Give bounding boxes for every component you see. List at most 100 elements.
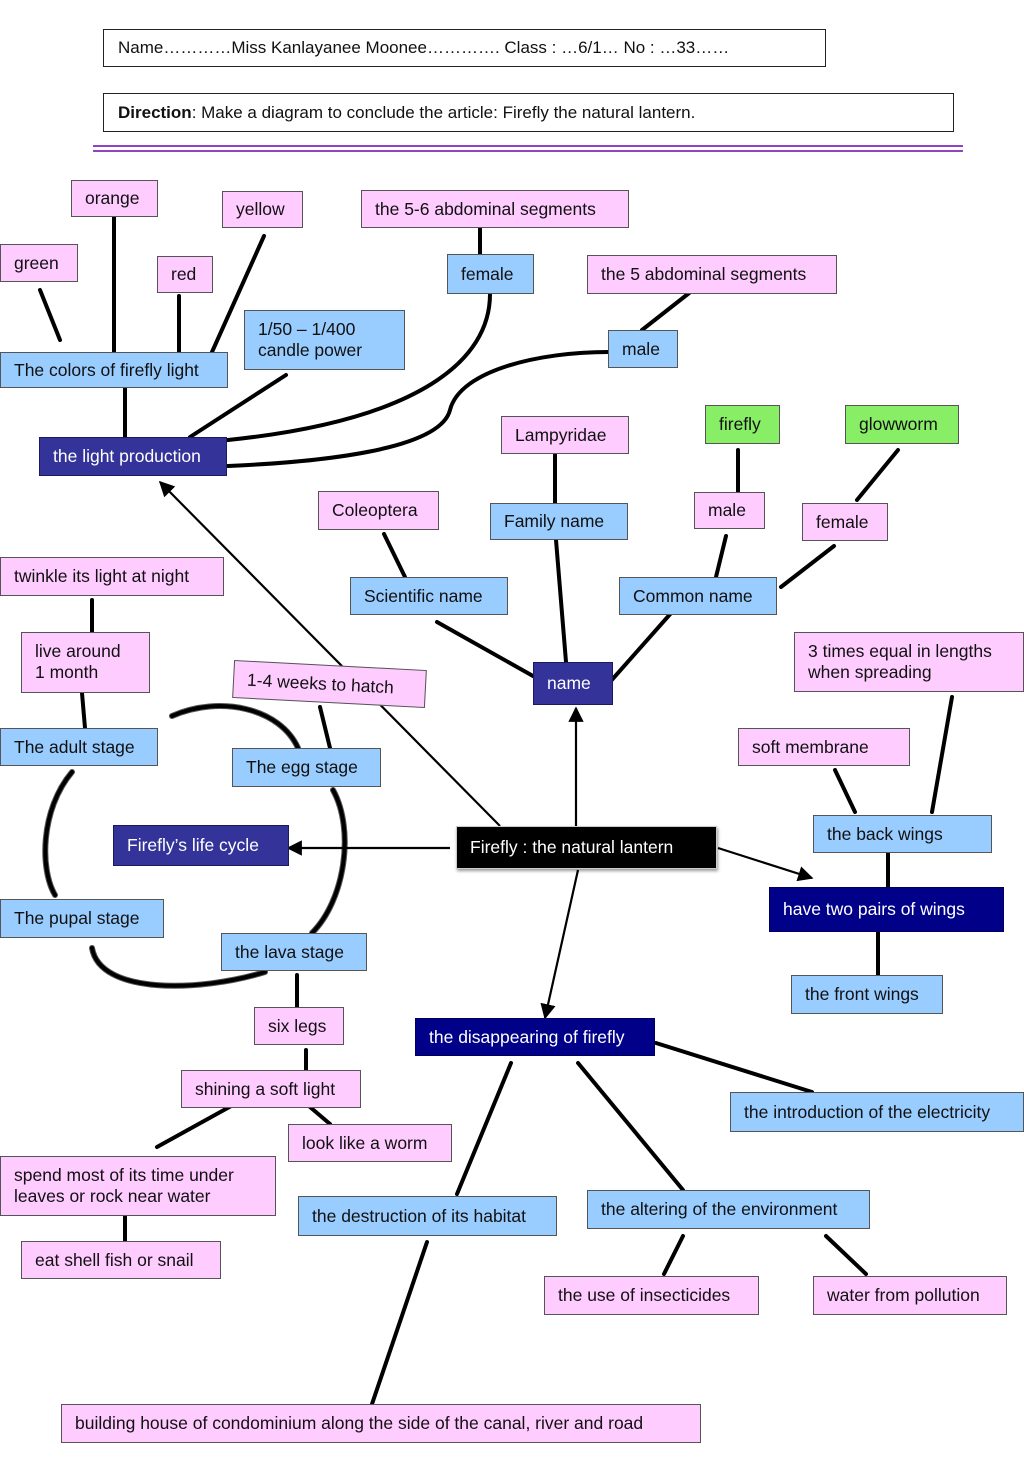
coleoptera-label: Coleoptera (332, 500, 418, 520)
name-glowworm: glowworm (845, 405, 959, 444)
lampyridae-label: Lampyridae (515, 424, 607, 445)
light-male-label: male (622, 338, 660, 359)
light-production: the light production (39, 437, 227, 476)
destruction-of-habitat-label: the destruction of its habitat (312, 1205, 527, 1226)
light-female-label: female (461, 263, 514, 284)
soft-membrane-label: soft membrane (752, 736, 869, 757)
soft-light-label: shining a soft light (195, 1078, 336, 1099)
color-yellow-label: yellow (236, 199, 285, 219)
direction-label: Direction (118, 102, 192, 122)
direction-line: Direction: Make a diagram to conclude th… (103, 93, 954, 132)
water-from-pollution: water from pollution (813, 1276, 1007, 1315)
two-pairs-of-wings: have two pairs of wings (769, 887, 1004, 932)
destruction-of-habitat: the destruction of its habitat (298, 1196, 557, 1236)
back-wings-label: the back wings (827, 823, 943, 844)
name-firefly-label: firefly (719, 414, 761, 434)
spend-time: spend most of its time under leaves or r… (0, 1156, 276, 1216)
female-segments-label: the 5-6 abdominal segments (375, 198, 596, 219)
male-segments: the 5 abdominal segments (587, 255, 837, 294)
family-name: Family name (490, 503, 628, 540)
use-of-insecticides-label: the use of insecticides (558, 1285, 731, 1305)
soft-light: shining a soft light (181, 1070, 361, 1108)
light-male: male (608, 330, 678, 368)
name-glowworm-label: glowworm (859, 414, 938, 434)
egg-stage: The egg stage (232, 748, 381, 787)
eat-shellfish-label: eat shell fish or snail (35, 1249, 194, 1270)
color-green-label: green (14, 252, 59, 273)
spend-time-label: spend most of its time under leaves or r… (14, 1165, 234, 1206)
name-male: male (694, 492, 765, 529)
candle-power: 1/50 – 1/400 candle power (244, 310, 405, 370)
light-production-label: the light production (53, 446, 201, 466)
scientific-name-label: Scientific name (364, 585, 483, 606)
common-name-label: Common name (633, 585, 753, 606)
disappearing-of-firefly: the disappearing of firefly (415, 1018, 655, 1056)
disappearing-of-firefly-label: the disappearing of firefly (429, 1026, 625, 1047)
scientific-name: Scientific name (350, 577, 508, 615)
introduction-of-electricity-label: the introduction of the electricity (744, 1101, 991, 1122)
two-pairs-of-wings-label: have two pairs of wings (783, 899, 965, 919)
colors-of-firefly-light-label: The colors of firefly light (14, 359, 199, 380)
soft-membrane: soft membrane (738, 728, 910, 766)
building-condominium-label: building house of condominium along the … (75, 1413, 644, 1433)
pupal-stage-label: The pupal stage (14, 908, 140, 928)
life-cycle-title: Firefly’s life cycle (113, 825, 289, 866)
color-orange: orange (71, 180, 158, 217)
building-condominium: building house of condominium along the … (61, 1404, 701, 1443)
color-yellow: yellow (222, 191, 303, 228)
eat-shellfish: eat shell fish or snail (21, 1241, 221, 1279)
live-around-month-label: live around 1 month (35, 641, 121, 682)
name-female-label: female (816, 511, 869, 532)
water-from-pollution-label: water from pollution (827, 1285, 980, 1305)
egg-stage-label: The egg stage (246, 757, 358, 777)
center-node: Firefly : the natural lantern (456, 826, 717, 869)
altering-of-environment-label: the altering of the environment (601, 1199, 838, 1219)
light-female: female (447, 254, 534, 294)
front-wings: the front wings (791, 975, 943, 1014)
color-orange-label: orange (85, 188, 140, 208)
name-female: female (802, 503, 888, 541)
name-firefly: firefly (705, 405, 780, 444)
color-red-label: red (171, 264, 197, 284)
name-male-label: male (708, 500, 746, 520)
life-cycle-title-label: Firefly’s life cycle (127, 835, 259, 855)
weeks-to-hatch-label: 1-4 weeks to hatch (246, 669, 395, 697)
direction-text: : Make a diagram to conclude the article… (191, 102, 696, 122)
female-segments: the 5-6 abdominal segments (361, 190, 629, 228)
front-wings-label: the front wings (805, 984, 919, 1004)
three-times-length-label: 3 times equal in lengths when spreading (808, 641, 992, 682)
divider-rule-2 (93, 150, 963, 152)
lampyridae: Lampyridae (501, 416, 629, 454)
colors-of-firefly-light: The colors of firefly light (0, 352, 228, 388)
color-green: green (0, 244, 78, 282)
pupal-stage: The pupal stage (0, 899, 164, 938)
name-node: name (533, 662, 613, 705)
live-around-month: live around 1 month (21, 632, 150, 693)
male-segments-label: the 5 abdominal segments (601, 264, 807, 284)
altering-of-environment: the altering of the environment (587, 1190, 870, 1229)
center-node-label: Firefly : the natural lantern (470, 837, 674, 857)
six-legs: six legs (254, 1007, 344, 1045)
divider-rule (93, 145, 963, 147)
twinkle-at-night-label: twinkle its light at night (14, 566, 190, 586)
lava-stage-label: the lava stage (235, 941, 344, 962)
name-node-label: name (547, 673, 591, 693)
six-legs-label: six legs (268, 1015, 327, 1036)
coleoptera: Coleoptera (318, 491, 439, 530)
name-line-text: Name…………Miss Kanlayanee Moonee…………. Clas… (118, 38, 730, 57)
back-wings: the back wings (813, 815, 992, 853)
three-times-length: 3 times equal in lengths when spreading (794, 632, 1024, 692)
lava-stage: the lava stage (221, 933, 367, 971)
twinkle-at-night: twinkle its light at night (0, 557, 224, 596)
candle-power-label: 1/50 – 1/400 candle power (258, 319, 363, 360)
name-line: Name…………Miss Kanlayanee Moonee…………. Clas… (103, 29, 826, 67)
color-red: red (157, 256, 213, 293)
adult-stage: The adult stage (0, 728, 158, 766)
adult-stage-label: The adult stage (14, 736, 135, 757)
common-name: Common name (619, 577, 777, 615)
use-of-insecticides: the use of insecticides (544, 1276, 759, 1315)
family-name-label: Family name (504, 511, 605, 531)
look-like-worm-label: look like a worm (302, 1132, 428, 1153)
introduction-of-electricity: the introduction of the electricity (730, 1092, 1024, 1132)
